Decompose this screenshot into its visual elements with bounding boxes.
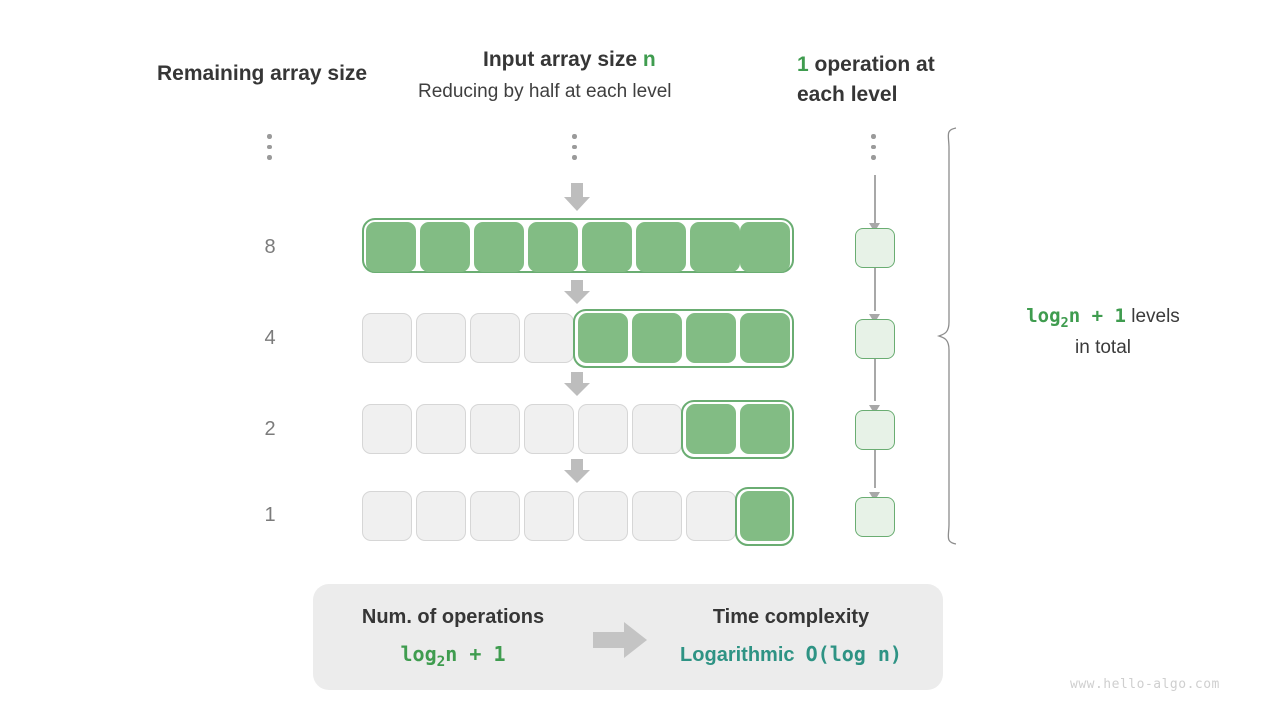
operations-label-line2: each level: [797, 83, 898, 107]
array-cell[interactable]: [366, 222, 416, 272]
active-subarray-frame-2: [681, 400, 794, 459]
array-cell[interactable]: [528, 222, 578, 272]
levels-formula-second-line: in total: [1075, 336, 1131, 358]
array-cell[interactable]: [632, 404, 682, 454]
operation-connector-arrowhead-2: [869, 401, 880, 414]
operation-connector-line-3: [874, 450, 876, 488]
operations-count-value: 1: [797, 53, 809, 76]
levels-span-brace: [936, 126, 962, 551]
operation-connector-line-0: [874, 175, 876, 223]
array-cell[interactable]: [582, 222, 632, 272]
halving-arrow-icon-2: [562, 371, 592, 397]
complexity-bigo: O(log n): [805, 642, 902, 666]
halving-arrow-icon-0: [562, 182, 592, 212]
input-array-size-text: Input array size: [483, 48, 643, 71]
column-header-operations-per-level: 1 operation at each level: [797, 50, 967, 111]
active-subarray-frame-3: [735, 487, 794, 546]
site-watermark: www.hello-algo.com: [1070, 677, 1220, 692]
array-cell[interactable]: [470, 313, 520, 363]
array-cell[interactable]: [416, 404, 466, 454]
array-cell[interactable]: [740, 222, 790, 272]
array-cell[interactable]: [420, 222, 470, 272]
operation-box-level-0[interactable]: [855, 228, 895, 268]
array-cell[interactable]: [578, 313, 628, 363]
vertical-ellipsis-icon-left: [267, 134, 275, 166]
level-size-label-2: 2: [264, 418, 276, 440]
summary-complexity-value: Logarithmic O(log n): [661, 642, 921, 667]
array-cell[interactable]: [686, 313, 736, 363]
array-cell[interactable]: [470, 491, 520, 541]
array-cell[interactable]: [686, 404, 736, 454]
level-size-label-1: 4: [264, 327, 276, 349]
operation-connector-arrowhead-3: [869, 488, 880, 501]
array-cell[interactable]: [578, 491, 628, 541]
halving-arrow-icon-3: [562, 458, 592, 484]
operation-box-level-2[interactable]: [855, 410, 895, 450]
operation-box-level-3[interactable]: [855, 497, 895, 537]
array-cell[interactable]: [362, 491, 412, 541]
array-cell[interactable]: [740, 313, 790, 363]
operation-box-level-1[interactable]: [855, 319, 895, 359]
complexity-word: Logarithmic: [680, 644, 795, 666]
summary-complexity-column: Time complexity Logarithmic O(log n): [661, 606, 921, 667]
column-subheader-reducing-by-half: Reducing by half at each level: [418, 81, 672, 102]
array-cell[interactable]: [690, 222, 740, 272]
operation-connector-arrowhead-0: [869, 219, 880, 232]
array-cell[interactable]: [524, 313, 574, 363]
array-cell[interactable]: [632, 491, 682, 541]
operation-connector-arrowhead-1: [869, 310, 880, 323]
vertical-ellipsis-icon-right: [871, 134, 879, 166]
input-array-size-variable: n: [642, 48, 656, 71]
array-cell[interactable]: [578, 404, 628, 454]
array-cell[interactable]: [524, 404, 574, 454]
array-cell[interactable]: [362, 313, 412, 363]
array-cell[interactable]: [686, 491, 736, 541]
summary-right-arrow-icon: [592, 620, 648, 660]
array-cell[interactable]: [740, 491, 790, 541]
summary-operations-column: Num. of operations log2n + 1: [323, 606, 583, 670]
array-cell[interactable]: [636, 222, 686, 272]
summary-operations-value: log2n + 1: [400, 642, 506, 670]
levels-formula-suffix: levels: [1125, 306, 1180, 327]
operation-connector-line-1: [874, 268, 876, 311]
summary-panel: Num. of operations log2n + 1 Time comple…: [313, 584, 943, 690]
levels-total-annotation: log2n + 1 levels in total: [988, 303, 1218, 361]
operations-label-line1: operation at: [808, 53, 935, 76]
column-header-input-array-size: Input array size n: [483, 48, 656, 72]
active-subarray-frame-0: [362, 218, 794, 273]
array-cell[interactable]: [416, 313, 466, 363]
array-cell[interactable]: [632, 313, 682, 363]
level-size-label-3: 1: [264, 504, 276, 526]
array-cell[interactable]: [362, 404, 412, 454]
level-size-label-0: 8: [264, 236, 276, 258]
vertical-ellipsis-icon-middle: [572, 134, 580, 166]
array-cell[interactable]: [474, 222, 524, 272]
operation-connector-line-2: [874, 359, 876, 401]
array-cell[interactable]: [416, 491, 466, 541]
levels-formula: log2n + 1: [1026, 305, 1126, 331]
column-header-remaining-size: Remaining array size: [157, 62, 368, 85]
summary-operations-title: Num. of operations: [361, 606, 545, 628]
summary-complexity-title: Time complexity: [712, 606, 870, 628]
halving-arrow-icon-1: [562, 279, 592, 305]
array-cell[interactable]: [470, 404, 520, 454]
array-cell[interactable]: [740, 404, 790, 454]
array-cell[interactable]: [524, 491, 574, 541]
active-subarray-frame-1: [573, 309, 794, 368]
